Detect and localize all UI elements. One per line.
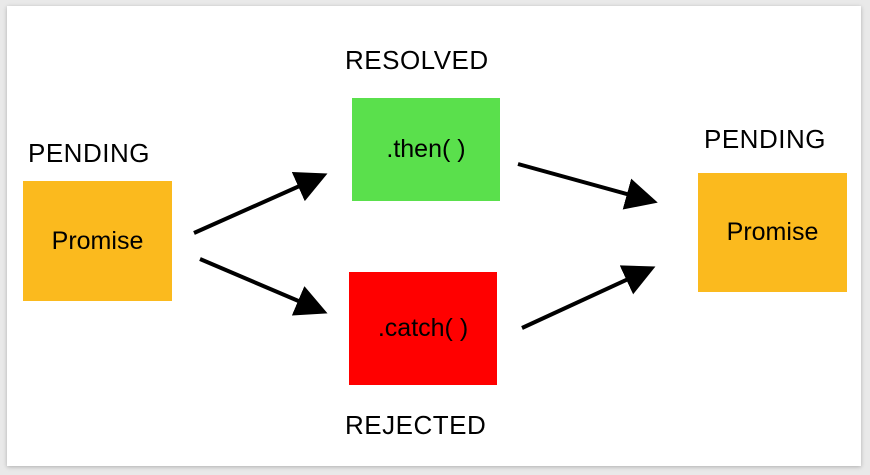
resolved-label: RESOLVED	[345, 45, 489, 75]
arrow-then-to-promise	[517, 162, 658, 210]
rejected-label: REJECTED	[345, 410, 487, 440]
right-promise-text: Promise	[726, 218, 819, 246]
right-pending-label: PENDING	[704, 124, 826, 154]
catch-box: .catch( )	[349, 272, 497, 385]
left-pending-label: PENDING	[28, 138, 150, 168]
arrow-catch-to-promise	[521, 265, 656, 330]
arrow-promise-to-catch	[199, 257, 328, 316]
arrows-layer	[193, 162, 658, 330]
catch-text: .catch( )	[377, 314, 469, 342]
then-text: .then( )	[386, 135, 466, 163]
arrow-promise-to-then	[193, 171, 328, 235]
then-box: .then( )	[352, 98, 500, 201]
right-promise-box: Promise	[698, 173, 847, 292]
left-promise-text: Promise	[51, 226, 144, 255]
left-promise-box: Promise	[23, 181, 172, 301]
diagram-canvas: PENDING RESOLVED REJECTED PENDING Promis…	[7, 6, 861, 466]
